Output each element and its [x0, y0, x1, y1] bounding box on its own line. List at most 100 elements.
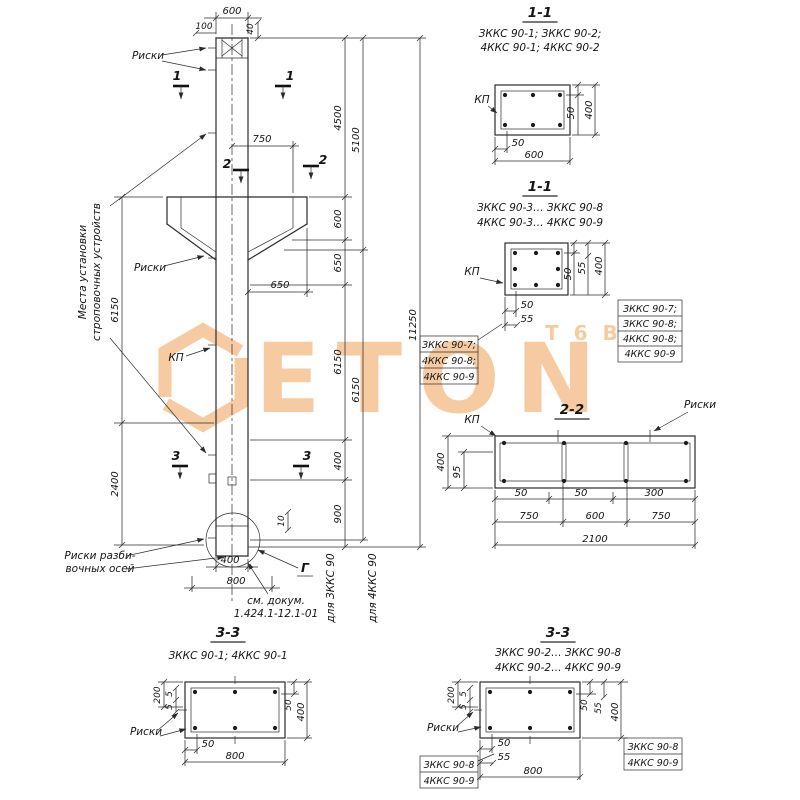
- sec11b-outline: [504, 242, 569, 296]
- sec11b-dim-50h: 50: [521, 300, 534, 311]
- sec22-outline: [494, 435, 696, 489]
- main-elevation: 1 1 2 2 3 3 600: [64, 6, 426, 624]
- sec11a-title: 1-1: [528, 5, 552, 21]
- dim-5100: 5100: [351, 127, 362, 152]
- sec11b-variant-table-right: ЗККС 90-7; ЗККС 90-8; 4ККС 90-8; 4ККС 90…: [617, 299, 683, 363]
- dim-6150-right: 6150: [333, 349, 344, 374]
- sec11a-kp-label: КП: [474, 94, 489, 106]
- sec33b-title: 3-3: [546, 625, 570, 641]
- sec33b-dim-55v: 55: [594, 702, 604, 714]
- sec11b-dim-55v: 55: [577, 262, 588, 275]
- riski-axes-callout: Риски разби- вочных осей: [64, 538, 225, 575]
- sec33a-dim-50h: 50: [202, 739, 215, 750]
- sec33a-dim-200: 200: [153, 686, 163, 703]
- dim-40-top: 40: [246, 23, 256, 35]
- section-cut-1: 1 1: [173, 68, 295, 100]
- strop-note-line2: строповочных устройств: [91, 203, 103, 341]
- sec22-dim-95: 95: [452, 466, 463, 479]
- dim-750: 750: [252, 134, 271, 145]
- dim-800-bottom: 800: [226, 576, 245, 587]
- sec33b-dim-400: 400: [610, 702, 621, 721]
- sec11b-left-row: ЗККС 90-7;: [422, 340, 476, 351]
- sec11b-right-row: ЗККС 90-7;: [623, 304, 677, 315]
- section-3-3-a: 3-3 ЗККС 90-1; 4ККС 90-1 Риски 200 5 5 5…: [130, 625, 312, 766]
- cut-2-left-label: 2: [223, 156, 232, 171]
- watermark-small-text: Т 6 В: [545, 321, 622, 345]
- riski-top-callout: Риски: [132, 46, 207, 72]
- corbel: [166, 196, 308, 261]
- sec33b-subtitle1: ЗККС 90-2… ЗККС 90-8: [495, 647, 621, 659]
- cut-1-right-label: 1: [286, 68, 295, 83]
- sec33a-dim-5a: 5: [165, 691, 175, 697]
- sec11b-variant-table-left: ЗККС 90-7; 4ККС 90-8; 4ККС 90-9: [419, 323, 503, 385]
- note-for-4kks: для 4ККС 90: [367, 553, 379, 624]
- sec33b-riski-label: Риски: [427, 722, 459, 734]
- detail-callout: Г см. докум. 1.424.1-12.1-01: [234, 549, 318, 620]
- sec33b-dim-200: 200: [447, 686, 457, 703]
- section-1-1-a: 1-1 ЗККС 90-1; ЗККС 90-2; 4ККС 90-1; 4КК…: [474, 5, 601, 165]
- dim-10-group: 10: [277, 508, 292, 534]
- sec33b-right-row: ЗККС 90-8: [628, 742, 679, 753]
- section-1-1-b: 1-1 ЗККС 90-3… ЗККС 90-8 4ККС 90-3… 4ККС…: [419, 179, 683, 385]
- sec33a-subtitle: ЗККС 90-1; 4ККС 90-1: [168, 650, 287, 662]
- section-cut-3: 3 3: [172, 448, 312, 480]
- sec33b-subtitle2: 4ККС 90-2… 4ККС 90-9: [495, 662, 621, 674]
- dim-900-right: 900: [333, 504, 344, 523]
- strop-note-line1: Места установки: [77, 225, 89, 320]
- sec33b-dim-5b: 5: [459, 704, 469, 710]
- sec33b-dim-55h: 55: [498, 752, 511, 763]
- sec33b-variant-table-left: ЗККС 90-8 4ККС 90-9: [419, 753, 495, 789]
- risk-ticks: [208, 47, 216, 539]
- sec33b-left-row: 4ККС 90-9: [424, 776, 475, 787]
- sec11b-right-row: 4ККС 90-8;: [623, 334, 677, 345]
- cut-3-right-label: 3: [303, 448, 312, 463]
- sec33a-dim-50v: 50: [284, 699, 294, 711]
- sec33b-dim-800: 800: [523, 766, 542, 777]
- sec22-dim-300: 300: [644, 488, 663, 499]
- sec33b-right-row: 4ККС 90-9: [628, 758, 679, 769]
- strop-note: Места установки строповочных устройств: [77, 133, 207, 454]
- note-for-3kks: для ЗККС 90: [325, 553, 337, 624]
- sec11a-dim-50h: 50: [512, 138, 525, 149]
- cut-3-left-label: 3: [172, 448, 181, 463]
- dim-600-top: 600: [222, 6, 241, 17]
- watermark-hexagon-icon: [158, 322, 244, 397]
- dim-6150-mid: 6150: [351, 377, 362, 402]
- sec22-dim-50b: 50: [575, 488, 588, 499]
- sec11a-outline: [494, 84, 571, 136]
- dim-2400-left: 2400: [110, 471, 121, 496]
- sec33a-riski-label: Риски: [130, 726, 162, 738]
- dim-6150-left: 6150: [110, 297, 121, 322]
- section-cut-2: 2 2: [223, 152, 327, 184]
- sec33b-dim-50v: 50: [580, 699, 590, 711]
- sec33a-title: 3-3: [216, 625, 240, 641]
- sec22-title: 2-2: [560, 402, 584, 418]
- sec11b-subtitle2: 4ККС 90-3… 4ККС 90-9: [477, 217, 603, 229]
- detail-mark-label: Г: [301, 560, 310, 575]
- sec33a-dim-800: 800: [225, 751, 244, 762]
- section-3-3-b: 3-3 ЗККС 90-2… ЗККС 90-8 4ККС 90-2… 4ККС…: [419, 625, 683, 789]
- sec11b-subtitle1: ЗККС 90-3… ЗККС 90-8: [477, 202, 603, 214]
- sec22-dim-2100: 2100: [582, 534, 607, 545]
- riski-mid-callout: Риски: [134, 255, 205, 274]
- sec11a-dim-400: 400: [584, 100, 595, 119]
- dim-100-top: 100: [195, 22, 212, 32]
- sec22-riski-label: Риски: [684, 399, 716, 411]
- riski-axes-line2: вочных осей: [65, 563, 134, 575]
- dim-650-right: 650: [333, 253, 344, 272]
- sec11a-subtitle2: 4ККС 90-1; 4ККС 90-2: [480, 42, 599, 54]
- sec22-dim-750b: 750: [651, 511, 670, 522]
- dim-750-corbel: 750: [228, 134, 299, 193]
- dim-4500: 4500: [333, 105, 344, 130]
- sec11a-dim-50v: 50: [566, 107, 577, 120]
- sec33a-dim-400: 400: [296, 702, 307, 721]
- sec11b-dim-55h: 55: [521, 314, 534, 325]
- column-outline: [215, 37, 249, 557]
- kp-label-main: КП: [168, 352, 183, 364]
- dim-10: 10: [277, 515, 287, 527]
- sec11b-left-row: 4ККС 90-8;: [422, 356, 476, 367]
- sec22-dim-400: 400: [436, 452, 447, 471]
- sec11b-left-row: 4ККС 90-9: [424, 372, 475, 383]
- dim-chain-right: 4500 600 650 6150 400 900 5100 6150 1125…: [248, 34, 426, 551]
